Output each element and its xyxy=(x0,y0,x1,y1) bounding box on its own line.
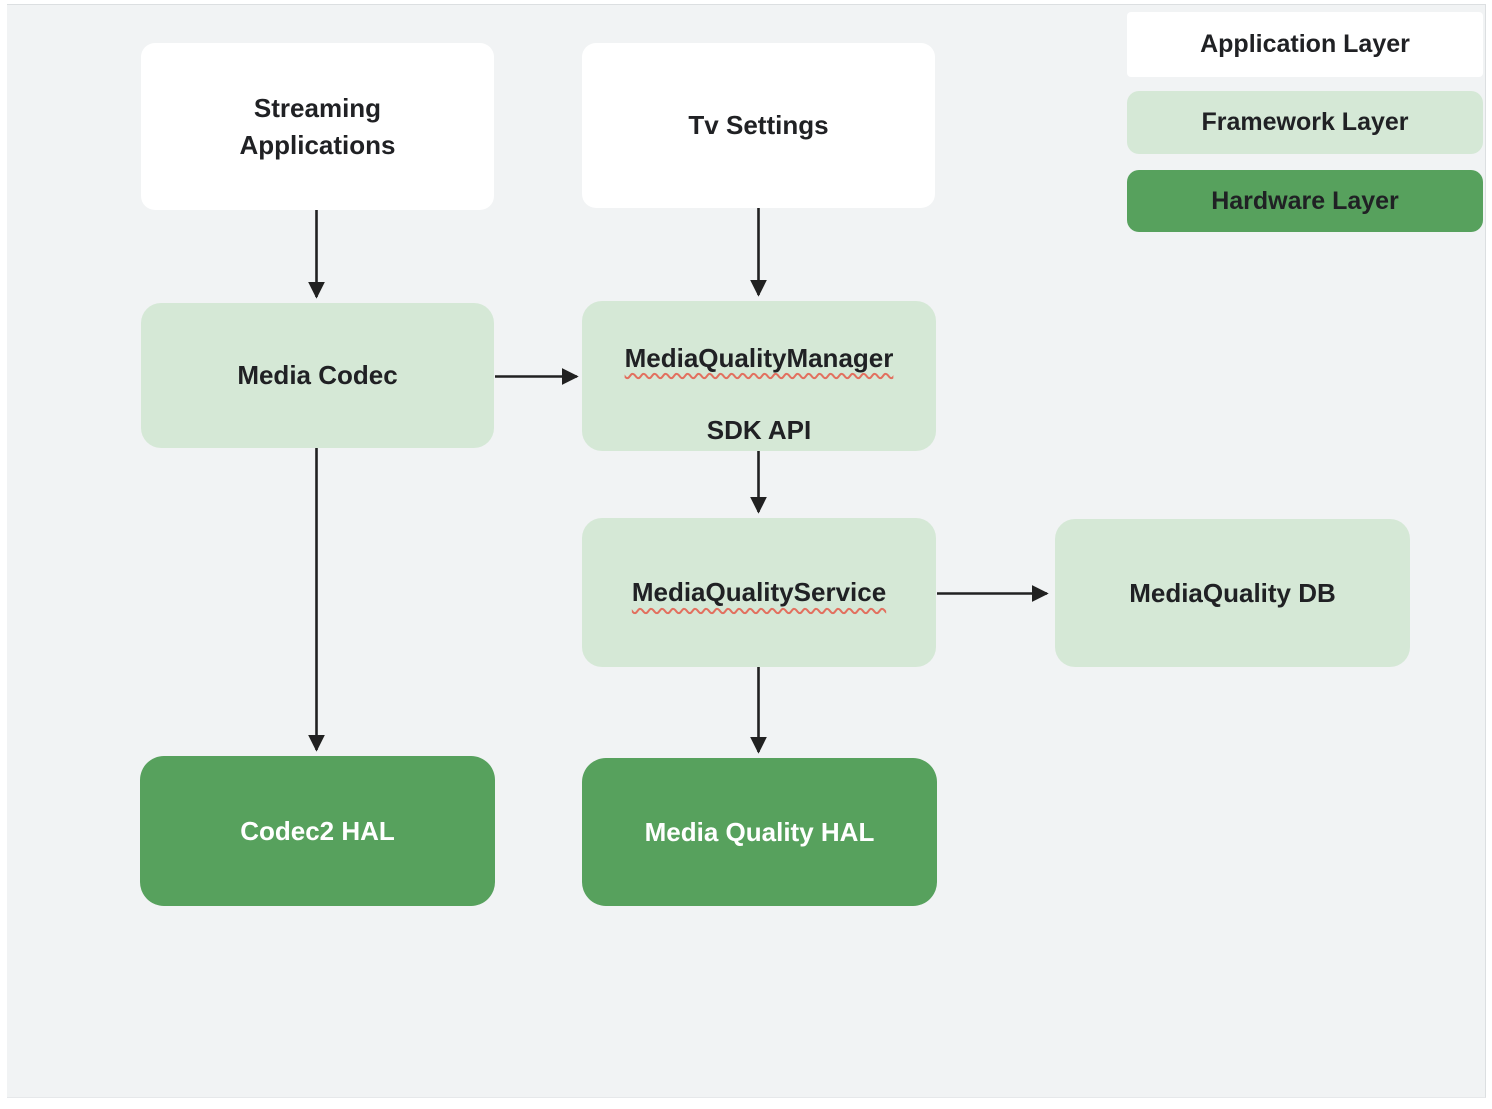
node-codec2-hal: Codec2 HAL xyxy=(140,756,495,906)
node-streaming-applications: Streaming Applications xyxy=(141,43,494,210)
node-label: MediaQualityService xyxy=(631,577,887,608)
node-label: MediaQualityManager SDK API xyxy=(625,303,894,449)
node-label: MediaQuality DB xyxy=(1129,577,1336,608)
node-label: Streaming Applications xyxy=(239,93,396,160)
legend-label: Hardware Layer xyxy=(1211,186,1399,215)
node-media-quality-db: MediaQuality DB xyxy=(1055,519,1410,667)
node-label-line2: SDK API xyxy=(706,415,812,446)
node-media-codec: Media Codec xyxy=(141,303,494,448)
node-media-quality-service: MediaQualityService xyxy=(582,518,936,667)
node-media-quality-manager-sdk-api: MediaQualityManager SDK API xyxy=(582,301,936,451)
node-label: Tv Settings xyxy=(688,110,829,141)
legend-label: Application Layer xyxy=(1200,30,1410,58)
legend-item-framework-layer: Framework Layer xyxy=(1127,91,1483,154)
node-label: Media Quality HAL xyxy=(644,816,875,847)
node-label: Media Codec xyxy=(237,360,398,391)
legend-item-hardware-layer: Hardware Layer xyxy=(1127,170,1483,232)
node-label: Codec2 HAL xyxy=(240,815,395,846)
node-media-quality-hal: Media Quality HAL xyxy=(582,758,937,906)
legend-label: Framework Layer xyxy=(1201,108,1409,136)
legend-item-application-layer: Application Layer xyxy=(1127,12,1483,77)
node-tv-settings: Tv Settings xyxy=(582,43,935,208)
diagram-canvas: Streaming Applications Tv Settings Media… xyxy=(7,4,1486,1098)
node-label-line1: MediaQualityManager xyxy=(624,342,894,373)
